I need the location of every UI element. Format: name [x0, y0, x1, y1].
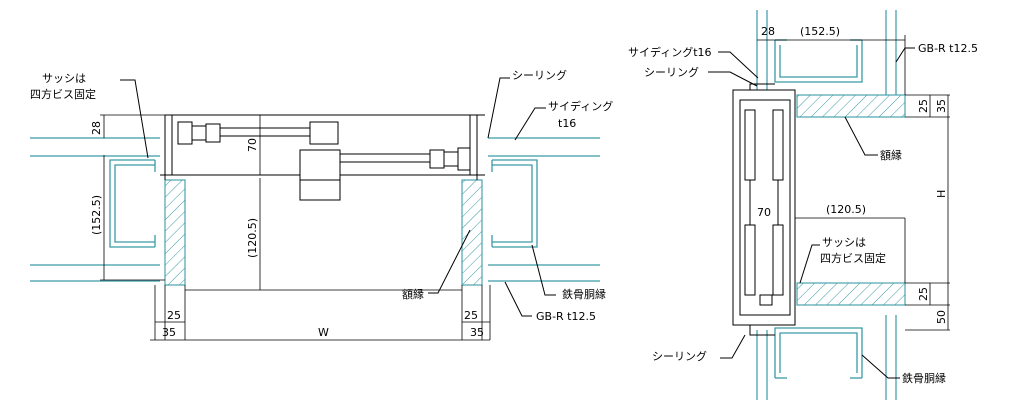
section-dim-70: 70 [757, 206, 771, 219]
plan-dimension-lines [100, 114, 491, 341]
section-dim-152-5: (152.5) [800, 25, 840, 38]
plan-frame-trim-label: 額縁 [402, 287, 424, 301]
plan-dim-35-left: 35 [162, 326, 176, 339]
section-detail: サイディングt16 シーリング GB-R t12.5 額縁 サッシは 四方ビス固… [628, 10, 978, 400]
section-dim-120-5: (120.5) [826, 203, 866, 216]
section-dim-25-top: 25 [917, 99, 930, 113]
section-sash-fix-label-1: サッシは [822, 236, 866, 249]
section-sash-frame [732, 83, 796, 336]
plan-steel-studs [109, 159, 538, 248]
plan-steel-frame-label: 鉄骨胴縁 [562, 287, 606, 301]
section-sealing-bottom-label: シーリング [652, 349, 707, 363]
plan-sash-frame [160, 114, 485, 201]
section-frame-trim-label: 額縁 [880, 148, 902, 162]
plan-siding-lines [30, 137, 600, 282]
plan-gb-board-label: GB-R t12.5 [536, 310, 596, 323]
section-dim-28: 28 [761, 25, 775, 38]
plan-trim-left [164, 179, 186, 286]
plan-leaders [120, 77, 556, 317]
section-dimension-lines [757, 35, 950, 331]
section-sash-fix-label-2: 四方ビス固定 [820, 251, 886, 265]
plan-dim-35-right: 35 [470, 326, 484, 339]
plan-sash-fix-label-1: サッシは [42, 72, 86, 85]
plan-siding-label-2: t16 [558, 117, 576, 130]
section-dim-50: 50 [935, 310, 948, 324]
section-siding-label: サイディングt16 [628, 45, 712, 59]
plan-siding-label-1: サイディング [548, 99, 613, 113]
plan-dim-70: 70 [246, 138, 259, 152]
section-gb-board-label: GB-R t12.5 [918, 42, 978, 55]
section-steel-frame-label: 鉄骨胴縁 [902, 371, 946, 385]
section-leaders [708, 47, 915, 379]
section-steel-studs [774, 39, 863, 379]
plan-dim-152-5: (152.5) [90, 195, 103, 235]
plan-dim-120-5: (120.5) [246, 218, 259, 258]
plan-sash-fix-label-2: 四方ビス固定 [30, 87, 96, 101]
plan-dim-25-left: 25 [167, 309, 181, 322]
section-trim-bottom [796, 282, 906, 306]
plan-detail: サッシは 四方ビス固定 シーリング サイディング t16 額縁 鉄骨胴縁 GB-… [30, 68, 613, 341]
plan-sealing-label: シーリング [512, 68, 567, 82]
plan-dim-w: W [318, 326, 329, 339]
section-trim-top [796, 94, 906, 118]
section-dim-h: H [935, 190, 948, 198]
plan-dim-28: 28 [90, 121, 103, 135]
section-dim-35-top: 35 [935, 99, 948, 113]
plan-trim-right [461, 179, 483, 286]
section-dim-25-bottom: 25 [917, 287, 930, 301]
plan-dim-25-right: 25 [464, 309, 478, 322]
section-sealing-top-label: シーリング [644, 65, 699, 79]
